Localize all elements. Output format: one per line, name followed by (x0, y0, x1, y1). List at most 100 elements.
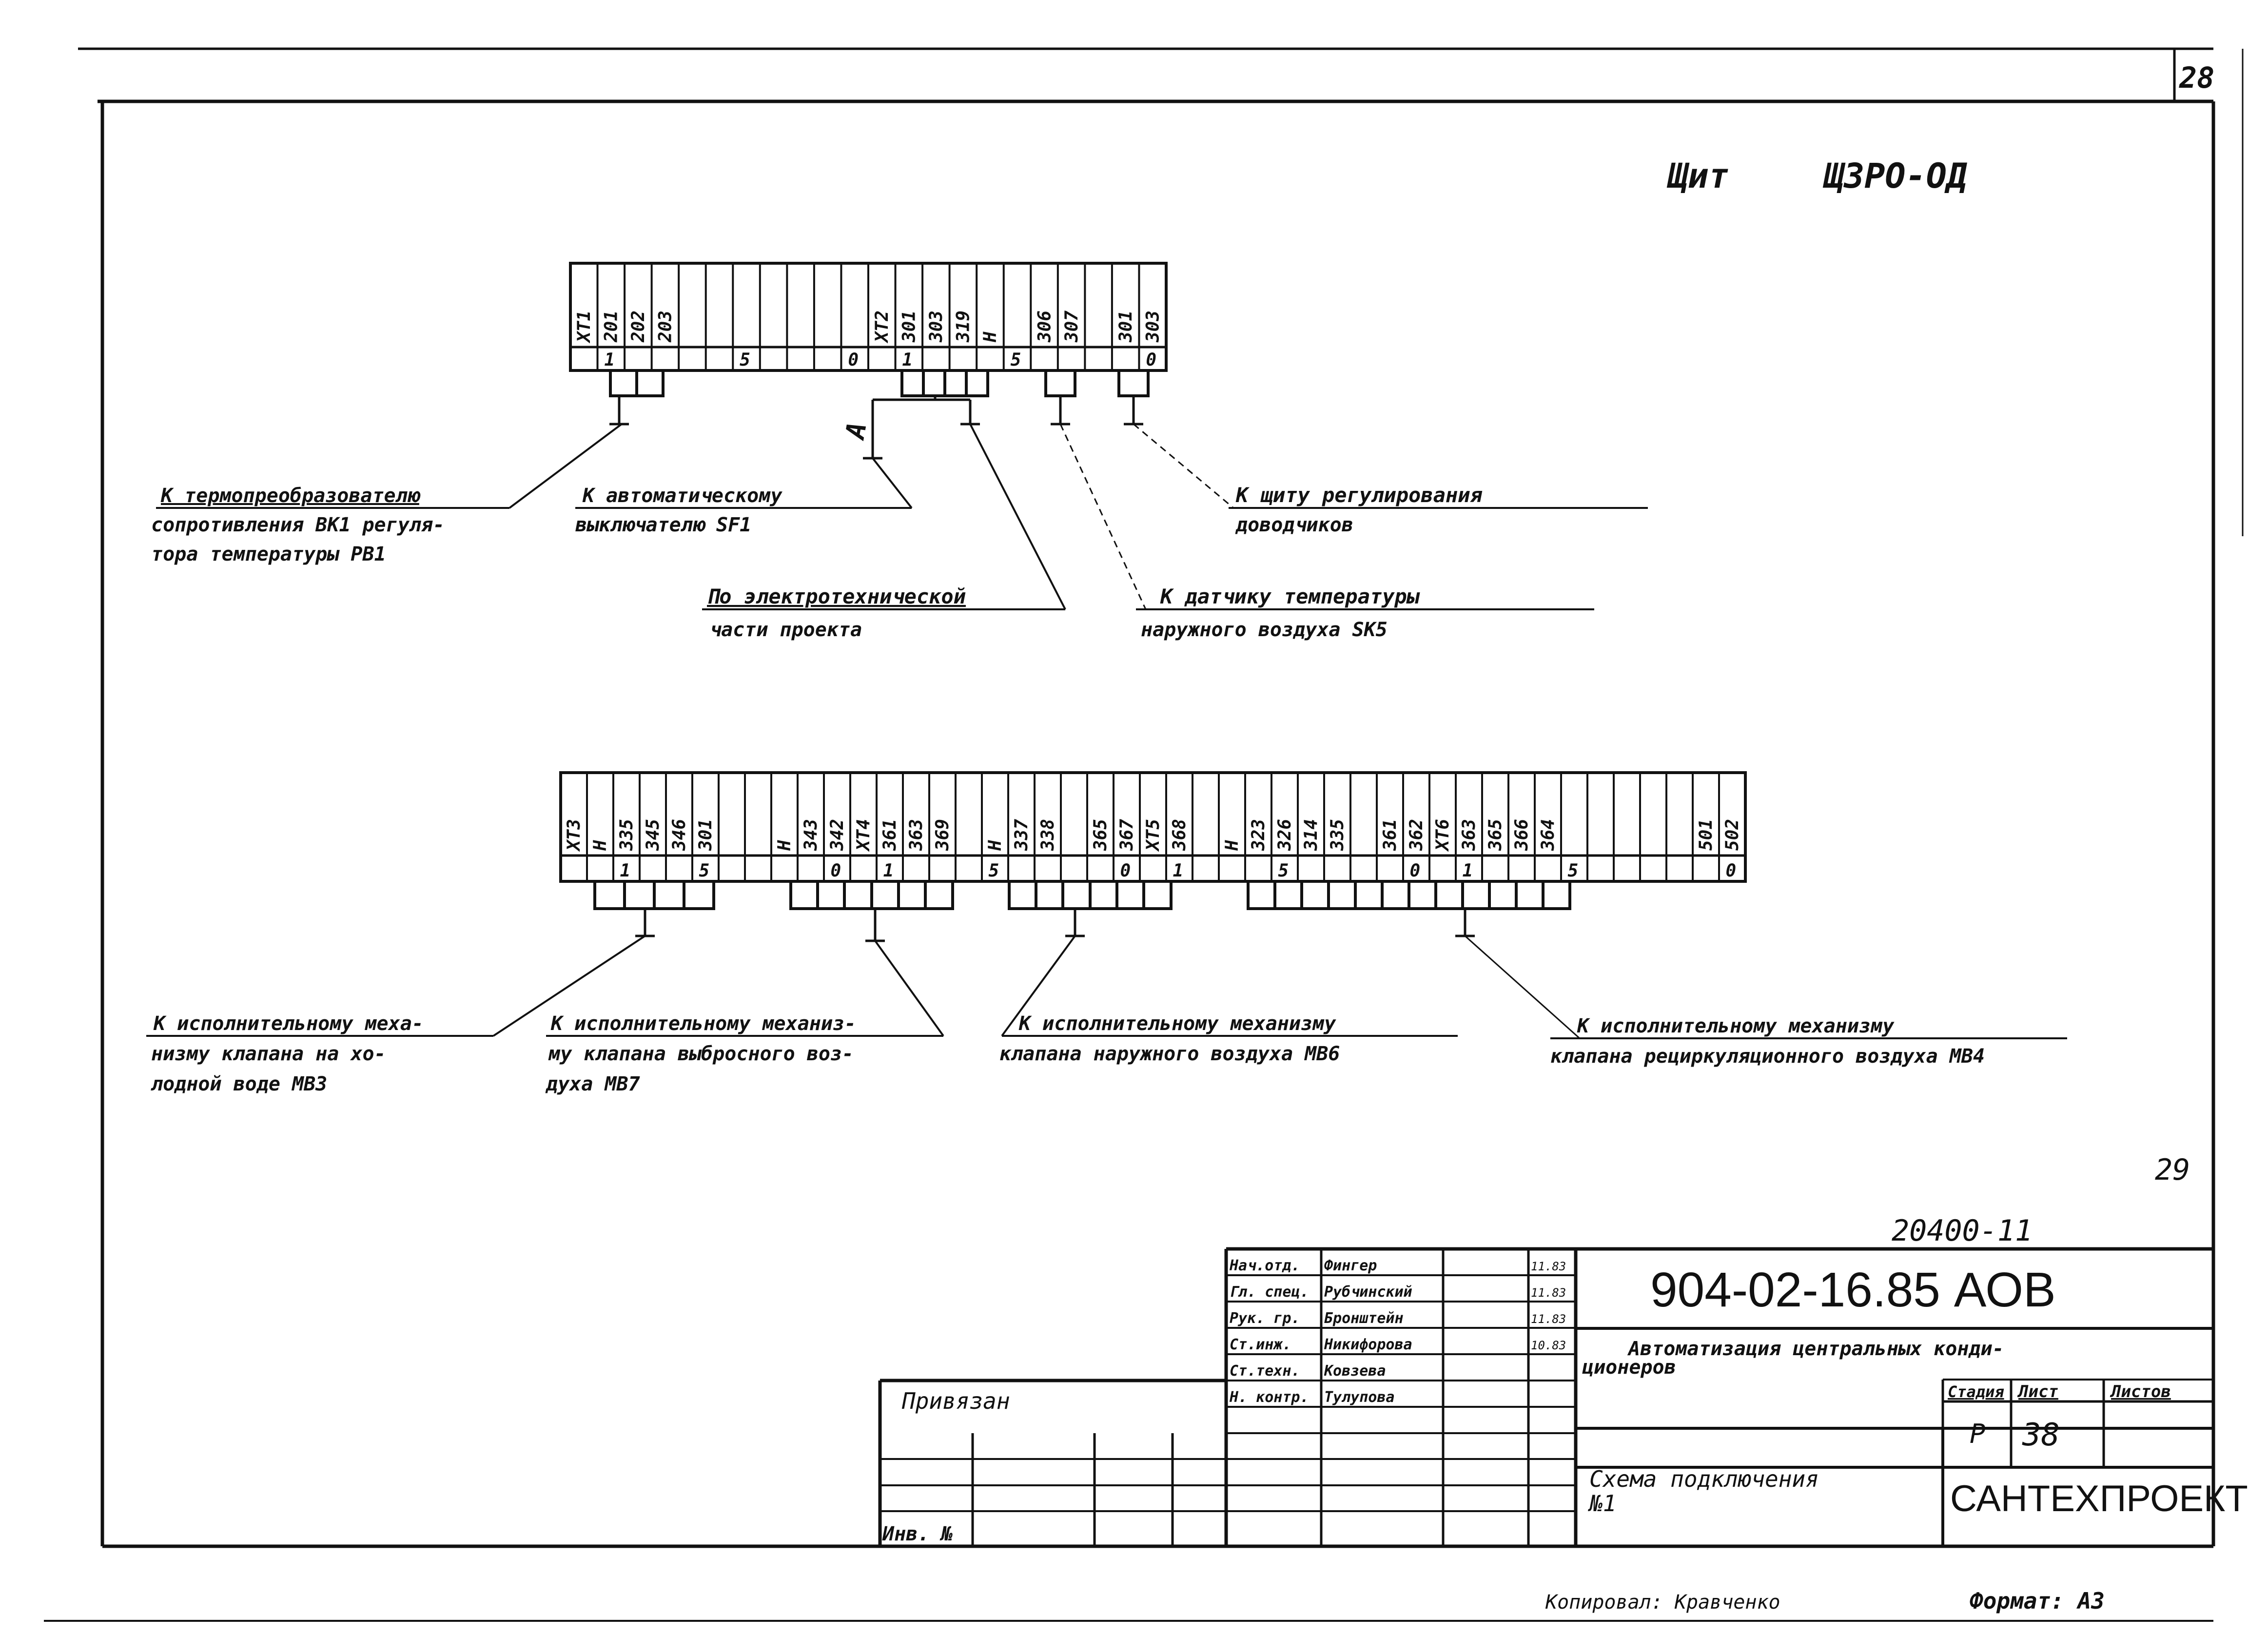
top-strip-cell-number: 5 (1011, 350, 1021, 370)
callout-thermo-line-3: тора температуры РВ1 (151, 543, 386, 565)
bottom-strip-cell-label: 361 (1380, 819, 1400, 851)
callout-mv7-line-1: К исполнительному механиз- (550, 1012, 856, 1035)
signature-role: Ст.инж. (1230, 1336, 1291, 1353)
bottom-strip-cell-label: 364 (1538, 819, 1558, 851)
bottom-strip-cell-label: 301 (696, 819, 716, 851)
bottom-strip-cell-label: 501 (1696, 819, 1716, 851)
bottom-strip-cell-label: 335 (1328, 819, 1348, 851)
sheet-frame (44, 47, 2244, 1622)
bottom-strip-cell-label: 314 (1301, 819, 1321, 851)
bottom-strip-cell-label: 367 (1117, 819, 1137, 851)
format-label: Формат: А3 (1970, 1588, 2105, 1614)
callout-elec: По электротехнической части проекта (702, 584, 1065, 641)
top-strip-cell-label: Н (980, 331, 1000, 343)
signature-name: Рубчинский (1324, 1284, 1412, 1301)
bottom-strip-cell-number: 5 (1278, 861, 1289, 881)
signature-role: Рук. гр. (1230, 1310, 1300, 1327)
bottom-strip-cell-label: 365 (1486, 819, 1505, 851)
bottom-strip-cell-label: XT6 (1433, 819, 1453, 852)
callout-thermo: К термопреобразователю сопротивления ВК1… (151, 485, 509, 565)
doc-code: 904-02-16.85 АОВ (1650, 1263, 2056, 1317)
signature-date: 11.83 (1531, 1312, 1566, 1326)
archive-number: 20400-11 (1892, 1214, 2033, 1248)
bottom-strip-cell-number: 0 (1120, 861, 1131, 881)
top-strip-cell-number: 1 (902, 350, 913, 370)
bottom-strip-cell-label: Н (590, 840, 610, 851)
bottom-strip-cell-label: 366 (1512, 819, 1532, 851)
panel-title-label: Щит (1666, 156, 1729, 196)
top-strip-cell-label: 301 (1116, 311, 1136, 343)
callout-elec-line-1: По электротехнической (707, 584, 966, 608)
bottom-wiring (492, 880, 1580, 1039)
signature-date: 11.83 (1531, 1260, 1566, 1273)
callout-breaker: К автоматическому выключателю SF1 (575, 485, 912, 536)
callout-mv4-line-2: клапана рециркуляционного воздуха МВ4 (1550, 1045, 1985, 1068)
top-strip-cell-label: XT1 (574, 311, 594, 344)
bottom-strip-cell-label: 346 (669, 819, 689, 851)
callout-mv3-line-3: лодной воде МВ3 (151, 1073, 327, 1095)
project-title-line-2: ционеров (1582, 1356, 1676, 1379)
callout-thermo-line-2: сопротивления ВК1 регуля- (151, 514, 445, 536)
callout-mv3-line-2: низму клапана на хо- (151, 1043, 386, 1065)
bottom-strip-cell-number: 1 (1463, 861, 1473, 881)
top-strip-cell-label: 203 (656, 311, 676, 343)
stage-value: Р (1970, 1419, 1986, 1449)
bottom-strip-cell-label: 368 (1170, 819, 1190, 851)
callout-mv4-line-1: К исполнительному механизму (1577, 1015, 1895, 1037)
bottom-strip-cell-label: XT3 (564, 819, 584, 852)
bottom-strip-cell-label: 362 (1407, 819, 1427, 851)
callout-sensor: К датчику температуры наружного воздуха … (1136, 584, 1594, 641)
bottom-strip-cell-label: 363 (906, 819, 926, 851)
signature-name: Никифорова (1324, 1336, 1412, 1353)
bottom-strip-cell-number: 5 (699, 861, 710, 881)
top-strip-cell-label: 201 (602, 311, 622, 343)
signature-role: Ст.техн. (1230, 1362, 1300, 1380)
bottom-strip-cell-number: 1 (620, 861, 631, 881)
bottom-strip-cell-label: 343 (801, 819, 821, 851)
signature-role: Н. контр. (1229, 1389, 1309, 1406)
top-strip-cell-number: 5 (740, 350, 750, 370)
bottom-strip-cell-number: 0 (831, 861, 841, 881)
top-wiring (508, 369, 1234, 610)
callout-mv7: К исполнительному механиз- му клапана вы… (545, 1012, 943, 1095)
signature-date: 10.83 (1531, 1339, 1566, 1352)
inv-no-label: Инв. № (882, 1523, 953, 1545)
callout-panel-line-1: К щиту регулирования (1235, 483, 1483, 507)
bottom-strip-cell-number: 1 (883, 861, 894, 881)
sheet-title-line-1: Схема подключения (1589, 1466, 1819, 1492)
bottom-strip-cell-label: 502 (1722, 819, 1742, 851)
signature-name: Фингер (1324, 1257, 1377, 1274)
bottom-strip-cell-label: Н (1222, 840, 1242, 851)
signature-name: Тулупова (1324, 1389, 1395, 1406)
callout-mv3: К исполнительному меха- низму клапана на… (146, 1012, 493, 1095)
bottom-strip-cell-label: 363 (1459, 819, 1479, 851)
bottom-strip-cell-label: 335 (617, 819, 637, 851)
callout-elec-line-2: части проекта (709, 619, 862, 641)
top-strip-cell-label: 319 (954, 311, 974, 343)
callout-sensor-line-1: К датчику температуры (1160, 584, 1420, 608)
top-strip-cell-label: 301 (899, 311, 919, 343)
project-title-line-1: Автоматизация центральных конди- (1627, 1338, 2004, 1360)
copied-by: Копировал: Кравченко (1545, 1591, 1780, 1614)
organization: САНТЕХПРОЕКТ (1950, 1478, 2248, 1519)
top-strip-cell-number: 1 (604, 350, 615, 370)
top-strip-cell-label: 303 (1143, 311, 1163, 343)
stage-header: Стадия (1948, 1382, 2004, 1401)
bottom-strip-cell-label: 326 (1275, 819, 1295, 851)
bottom-strip-cell-label: 342 (827, 819, 847, 851)
top-strip-cell-number: 0 (848, 350, 859, 370)
sheet-header: Лист (2017, 1382, 2058, 1401)
signature-name: Бронштейн (1324, 1310, 1404, 1327)
callout-panel: К щиту регулирования доводчиков (1229, 483, 1648, 536)
bottom-strip-cell-number: 0 (1726, 861, 1737, 881)
privyazan-label: Привязан (901, 1388, 1010, 1414)
top-strip-cell-label: XT2 (872, 311, 892, 344)
callout-panel-line-2: доводчиков (1235, 514, 1353, 536)
top-strip-cell-label: 306 (1035, 311, 1055, 343)
signature-name: Ковзева (1324, 1362, 1386, 1380)
bottom-strip-cell-number: 5 (1568, 861, 1579, 881)
top-strip-cell-label: 303 (926, 311, 946, 343)
